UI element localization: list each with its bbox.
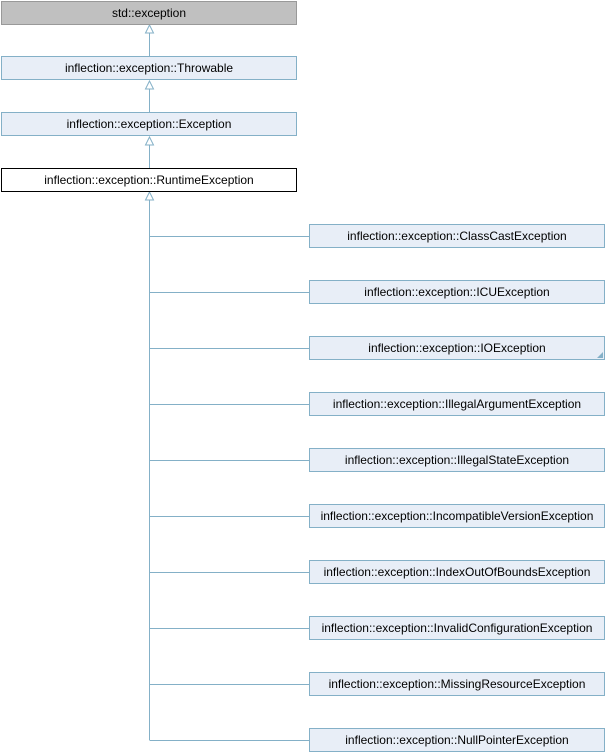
child-node[interactable]: inflection::exception::InvalidConfigurat… [309, 616, 605, 640]
child-node[interactable]: inflection::exception::ClassCastExceptio… [309, 224, 605, 248]
child-node[interactable]: inflection::exception::IOException [309, 336, 605, 360]
child-node-label: inflection::exception::IOException [368, 341, 546, 355]
node-exception[interactable]: inflection::exception::Exception [1, 112, 297, 136]
inherit-arrow-icon [144, 190, 155, 201]
child-node-label: inflection::exception::IncompatibleVersi… [320, 509, 594, 523]
inherit-arrow-icon [144, 135, 155, 146]
child-node[interactable]: inflection::exception::ICUException [309, 280, 605, 304]
child-node-label: inflection::exception::IllegalArgumentEx… [332, 397, 582, 411]
node-throwable[interactable]: inflection::exception::Throwable [1, 56, 297, 80]
child-node-label: inflection::exception::ICUException [364, 285, 550, 299]
node-throwable-label: inflection::exception::Throwable [64, 61, 234, 75]
child-node[interactable]: inflection::exception::NullPointerExcept… [309, 728, 605, 752]
child-node[interactable]: inflection::exception::MissingResourceEx… [309, 672, 605, 696]
node-std-exception: std::exception [1, 1, 297, 25]
child-node-label: inflection::exception::ClassCastExceptio… [347, 229, 567, 243]
child-node-label: inflection::exception::IllegalStateExcep… [344, 453, 570, 467]
truncated-marker-icon [597, 352, 603, 358]
child-node-label: inflection::exception::MissingResourceEx… [328, 677, 586, 691]
node-runtime-exception-label: inflection::exception::RuntimeException [44, 173, 254, 187]
child-node-label: inflection::exception::InvalidConfigurat… [321, 621, 593, 635]
node-runtime-exception: inflection::exception::RuntimeException [1, 168, 297, 192]
child-node[interactable]: inflection::exception::IllegalArgumentEx… [309, 392, 605, 416]
inherit-arrow-icon [144, 79, 155, 90]
child-node-label: inflection::exception::NullPointerExcept… [345, 733, 569, 747]
child-node[interactable]: inflection::exception::IndexOutOfBoundsE… [309, 560, 605, 584]
node-std-exception-label: std::exception [111, 6, 187, 20]
node-exception-label: inflection::exception::Exception [66, 117, 232, 131]
child-node-label: inflection::exception::IndexOutOfBoundsE… [323, 565, 591, 579]
inherit-arrow-icon [144, 23, 155, 34]
child-node[interactable]: inflection::exception::IllegalStateExcep… [309, 448, 605, 472]
child-node[interactable]: inflection::exception::IncompatibleVersi… [309, 504, 605, 528]
